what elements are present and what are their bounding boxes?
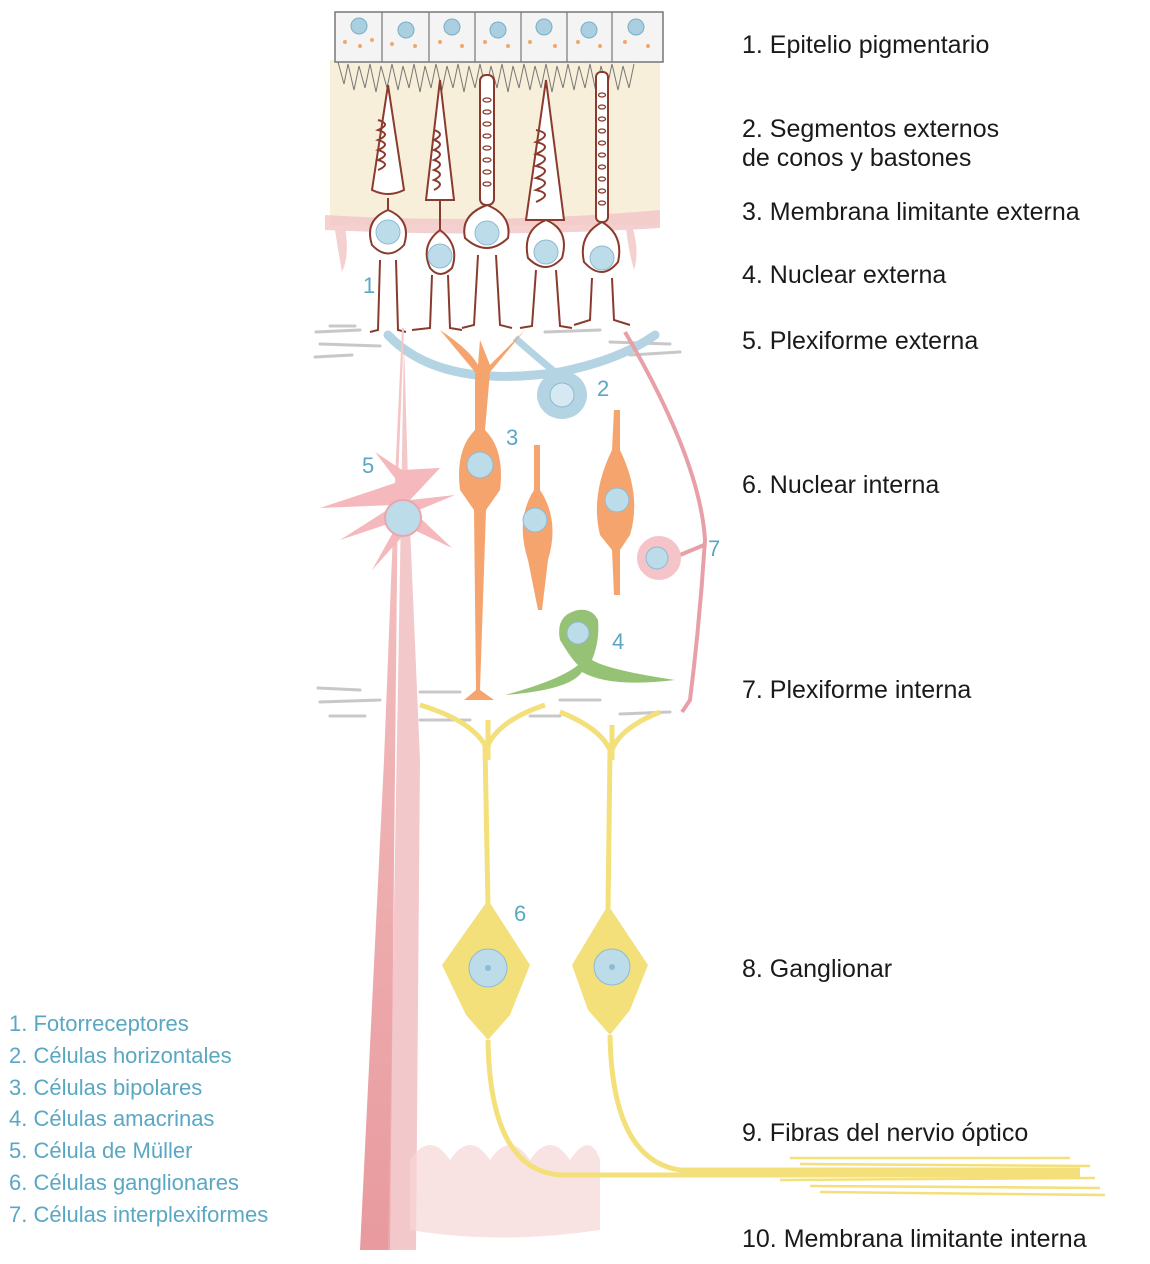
legend-item-ganglion-cells: 6. Células ganglionares [9, 1167, 268, 1199]
layer-label-internal-limiting-membrane: 10. Membrana limitante interna [742, 1225, 1087, 1254]
legend-item-photoreceptors: 1. Fotorreceptores [9, 1008, 268, 1040]
inner-plexiform-lines [318, 688, 670, 720]
cell-number-5: 5 [362, 453, 374, 478]
cell-number-4: 4 [612, 629, 624, 654]
cell-number-3: 3 [506, 425, 518, 450]
legend-item-amacrine-cells: 4. Células amacrinas [9, 1103, 268, 1135]
legend-item-muller-cell: 5. Célula de Müller [9, 1135, 268, 1167]
cell-number-6: 6 [514, 901, 526, 926]
amacrine-cell [505, 610, 675, 695]
cell-number-2: 2 [597, 376, 609, 401]
layer-label-inner-nuclear: 6. Nuclear interna [742, 471, 939, 500]
cell-type-legend: 1. Fotorreceptores 2. Células horizontal… [9, 1008, 268, 1231]
legend-item-interplexiform-cells: 7. Células interplexiformes [9, 1199, 268, 1231]
cell-number-1: 1 [363, 273, 375, 298]
layer-label-ganglion: 8. Ganglionar [742, 955, 892, 984]
horizontal-cell [388, 335, 655, 419]
cell-number-7: 7 [708, 536, 720, 561]
legend-item-horizontal-cells: 2. Células horizontales [9, 1040, 268, 1072]
layer-label-pigment-epithelium: 1. Epitelio pigmentario [742, 31, 989, 60]
interplexiform-cell [625, 332, 705, 712]
legend-item-bipolar-cells: 3. Células bipolares [9, 1072, 268, 1104]
layer-label-outer-nuclear: 4. Nuclear externa [742, 261, 946, 290]
layer-label-inner-plexiform: 7. Plexiforme interna [742, 676, 971, 705]
layer-label-optic-nerve-fibers: 9. Fibras del nervio óptico [742, 1119, 1028, 1148]
layer-label-outer-segments: 2. Segmentos externos de conos y bastone… [742, 115, 999, 173]
layer-label-outer-plexiform: 5. Plexiforme externa [742, 327, 978, 356]
layer-label-external-limiting-membrane: 3. Membrana limitante externa [742, 198, 1080, 227]
